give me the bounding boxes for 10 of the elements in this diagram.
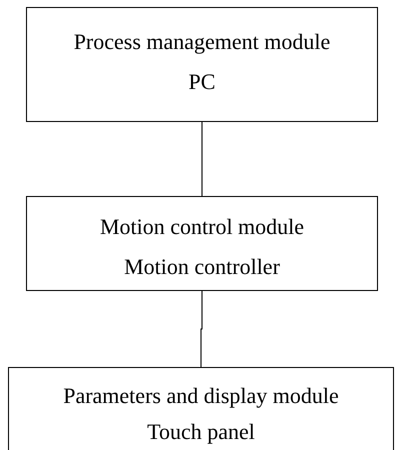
module-title: Motion control module (100, 214, 304, 240)
module-box (8, 367, 394, 450)
module-device: Motion controller (124, 254, 280, 280)
module-title: Parameters and display module (63, 383, 339, 409)
module-box (26, 7, 378, 122)
connector-line (200, 290, 202, 368)
module-box (26, 196, 378, 291)
module-title: Process management module (74, 29, 330, 55)
module-device: PC (188, 69, 216, 95)
module-device: Touch panel (147, 419, 255, 445)
